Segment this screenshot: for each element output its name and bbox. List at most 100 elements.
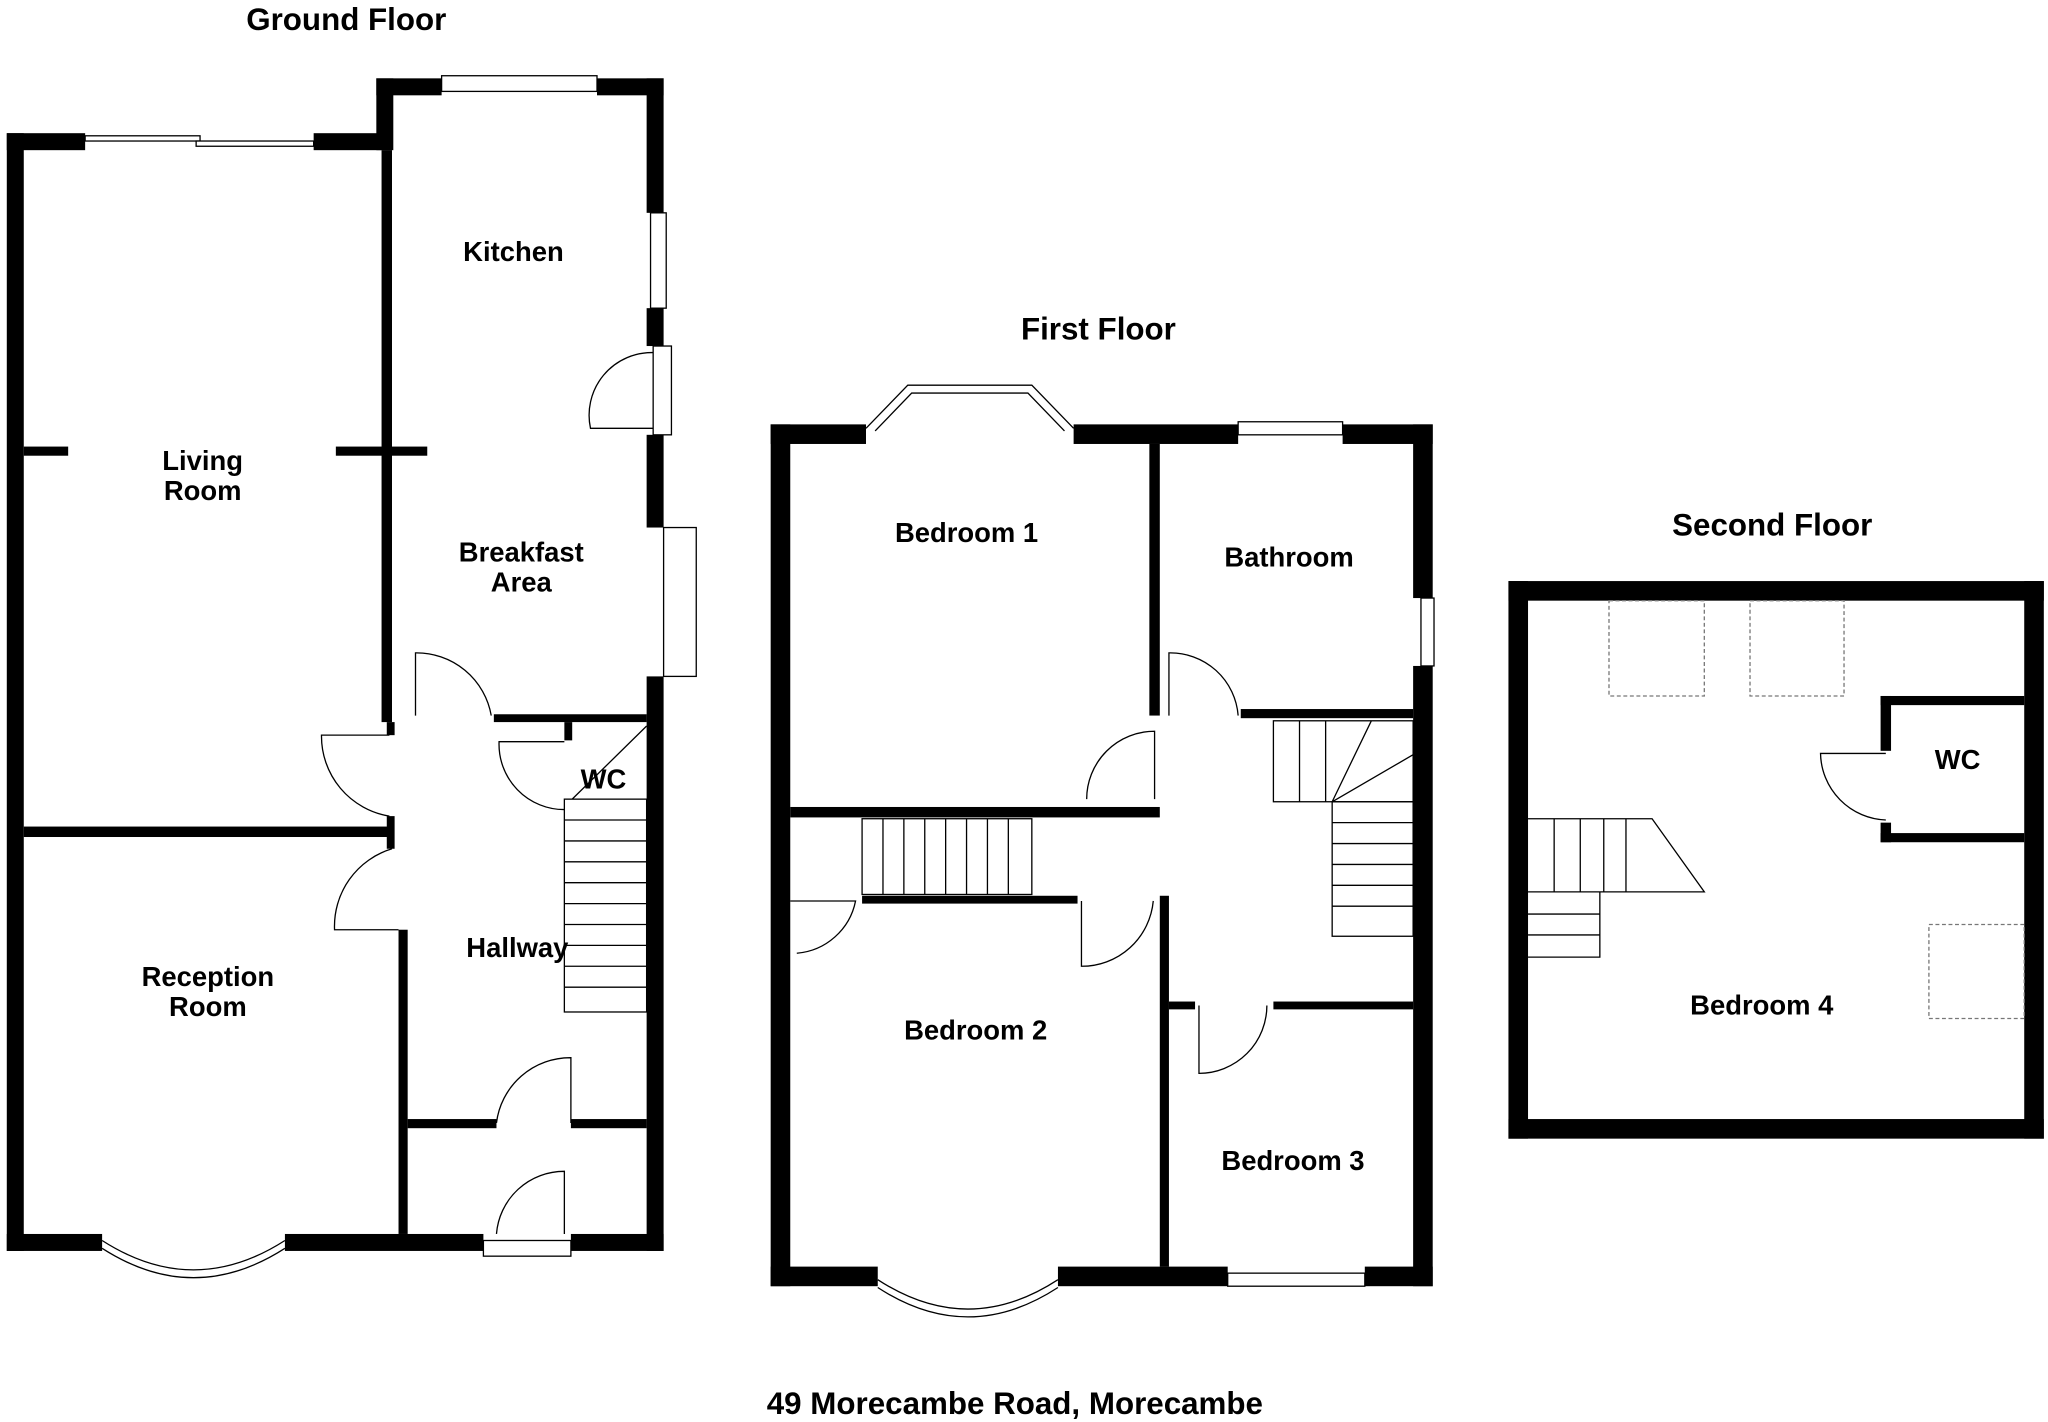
room-label-bedroom-2: Bedroom 2 [904,1014,1047,1045]
wall [790,806,1160,818]
door-swing [1819,752,1886,821]
wall [770,424,866,444]
wall [1880,833,2025,843]
room-label-living-room: Room [164,475,242,506]
wall [862,895,1078,904]
ground-floor-title: Ground Floor [246,2,446,37]
window [649,212,667,309]
door-swing [1198,1005,1268,1075]
wall [398,929,408,1234]
wall [646,308,664,347]
front-door-frame [482,1239,572,1257]
wall [381,150,392,723]
first-floor-title: First Floor [1021,312,1176,347]
property-address: 49 Morecambe Road, Morecambe [767,1386,1263,1421]
wall [1149,443,1160,716]
wall [1413,665,1433,1287]
wall [1508,1119,2044,1139]
room-label-hallway: Hallway [466,932,569,963]
room-label-breakfast-area: Breakfast [459,536,584,567]
wall [1342,424,1433,444]
door-swing [1086,730,1156,800]
room-label-bedroom-4: Bedroom 4 [1690,990,1834,1021]
room-label-wc: WC [1935,744,1981,775]
wall [1168,1001,1196,1010]
door-swing [498,741,565,811]
door-swing [495,1057,572,1124]
wall [313,133,392,151]
wall [386,816,395,849]
wall [564,722,573,741]
room-label-reception-room: Room [169,991,247,1022]
wall [770,1266,878,1287]
wall [570,1119,647,1129]
room-label-breakfast-area: Area [491,567,553,598]
wall [23,826,393,838]
wall [1880,822,1892,843]
staircase [1528,818,1706,958]
wall [2024,581,2044,1139]
bay-window [662,526,697,678]
wall [1273,1001,1414,1010]
ground-floor-plan: Ground Floor [6,2,697,1279]
wall [1159,895,1169,1267]
room-label-living-room: Living [162,445,243,476]
wall [407,1119,497,1129]
room-label-bedroom-3: Bedroom 3 [1221,1145,1364,1176]
wall [1508,581,2044,601]
second-floor-title: Second Floor [1672,507,1872,542]
door-swing [495,1170,566,1235]
skylight [1749,600,1845,697]
second-floor-plan: Second Floor WC Bedroom 4 [1508,507,2044,1139]
wall [1508,581,1529,1139]
skylight [1608,600,1705,697]
wall [493,714,647,723]
wall [6,133,86,151]
sliding-door [84,135,315,147]
wall [1073,424,1239,444]
wall [1413,424,1433,599]
wall [376,78,394,151]
window [1237,421,1344,436]
wall [284,1233,484,1251]
wall [646,676,664,1251]
door-swing [1080,900,1154,967]
door-swing [333,848,399,931]
bay-window [865,384,1075,432]
wall [6,1233,103,1251]
wall [1240,709,1414,719]
room-label-reception-room: Reception [142,961,274,992]
wall [386,722,395,736]
door-swing [588,351,654,429]
wall [6,133,24,1251]
skylight [1928,923,2025,1020]
wall [1880,695,2025,706]
wall [646,78,664,213]
wall [570,1233,664,1251]
window [440,75,598,93]
room-label-kitchen: Kitchen [463,236,564,267]
room-label-wc: WC [581,764,627,795]
door-swing [790,900,857,954]
staircase [861,720,1414,937]
back-door-frame [652,345,673,436]
wall [1880,695,1892,751]
wall [23,446,69,456]
wall [770,424,791,1287]
wall [376,78,442,96]
first-floor-plan: First Floor Be [770,312,1435,1318]
staircase [563,725,648,1013]
door-swing [320,734,390,817]
room-label-bedroom-1: Bedroom 1 [895,517,1038,548]
door-swing [414,652,492,716]
wall [1364,1266,1433,1287]
wall [335,446,428,456]
window [1420,597,1435,667]
door-swing [1168,652,1239,716]
wall [1057,1266,1228,1287]
window [1227,1272,1366,1287]
wall [646,434,664,528]
bay-window [101,1239,286,1271]
room-label-bathroom: Bathroom [1224,542,1353,573]
